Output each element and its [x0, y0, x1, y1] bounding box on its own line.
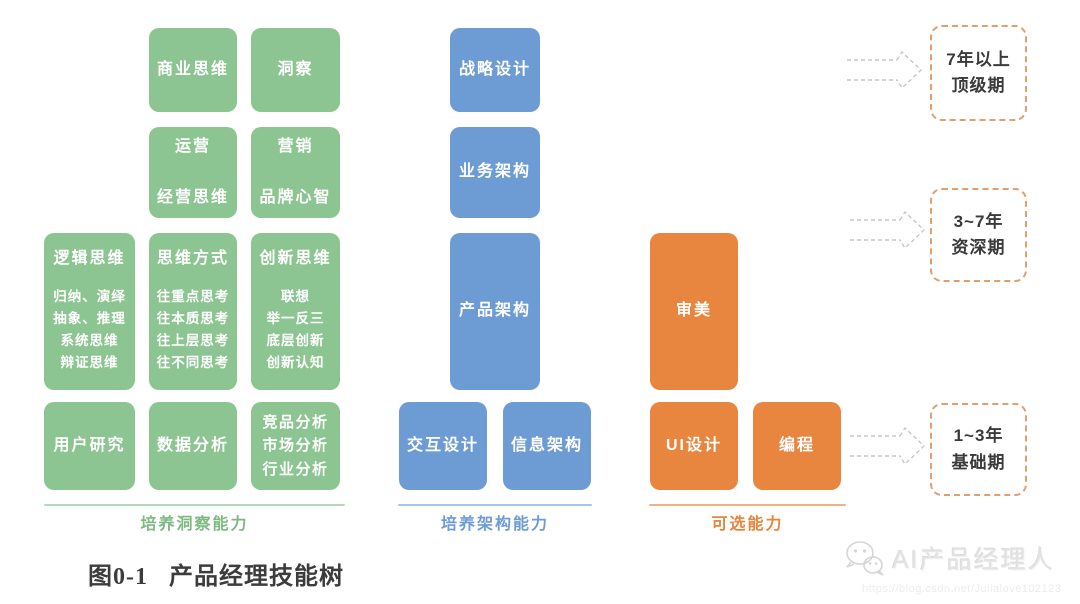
group-underline-architecture: [398, 504, 592, 506]
stage-line: 基础期: [951, 452, 1006, 472]
box-title: 战略设计: [458, 60, 531, 78]
box-title: 逻辑思维: [53, 250, 126, 268]
box-item: 往上层思考: [156, 332, 230, 348]
box-title: 产品架构: [458, 302, 531, 320]
box-programming: 编程: [753, 402, 841, 490]
box-title: 信息架构: [510, 436, 583, 454]
box-item: 联想: [281, 289, 310, 305]
box-interaction-design: 交互设计: [399, 402, 487, 490]
box-item: 往重点思考: [156, 289, 230, 305]
box-thinking-methods: 思维方式 往重点思考 往本质思考 往上层思考 往不同思考: [149, 233, 237, 390]
watermark-url: https://blog.csdn.net/Julialove102123: [862, 583, 1062, 595]
stage-box-top-level: 7年以上 顶级期: [930, 25, 1027, 121]
box-ui-design: UI设计: [650, 402, 738, 490]
stage-box-senior-level: 3~7年 资深期: [930, 188, 1027, 282]
box-product-architecture: 产品架构: [450, 233, 540, 390]
stage-line: 资深期: [951, 238, 1006, 257]
group-label-insight: 培养洞察能力: [140, 516, 249, 533]
box-operations: 运营 经营思维: [149, 127, 237, 218]
box-title: 用户研究: [53, 436, 126, 454]
box-title: 运营: [174, 137, 211, 155]
box-title: 数据分析: [156, 436, 229, 454]
box-insight: 洞察: [251, 28, 340, 112]
box-subtitle: 品牌心智: [259, 188, 332, 206]
box-item: 底层创新: [266, 332, 325, 348]
box-data-analysis: 数据分析: [149, 402, 237, 490]
box-strategy-design: 战略设计: [450, 28, 540, 112]
stage-line: 3~7年: [953, 211, 1004, 231]
box-title: 审美: [675, 302, 712, 320]
box-innovative-thinking: 创新思维 联想 举一反三 底层创新 创新认知: [251, 233, 340, 390]
box-item: 往本质思考: [156, 311, 230, 327]
box-title: 编程: [778, 436, 815, 454]
box-aesthetics: 审美: [650, 233, 738, 390]
dashed-arrow-right-icon: [850, 210, 926, 250]
box-title: 交互设计: [406, 436, 479, 454]
box-item: 举一反三: [266, 311, 325, 327]
group-underline-optional: [649, 504, 846, 506]
box-business-architecture: 业务架构: [450, 127, 540, 218]
box-title: 创新思维: [259, 250, 332, 268]
box-user-research: 用户研究: [44, 402, 135, 490]
stage-box-basic-level: 1~3年 基础期: [930, 403, 1027, 496]
box-marketing: 营销 品牌心智: [251, 127, 340, 218]
box-item: 归纳、演绎: [53, 289, 126, 305]
box-subtitle: 经营思维: [156, 188, 229, 206]
watermark: AI产品经理人: [840, 538, 1055, 578]
box-logical-thinking: 逻辑思维 归纳、演绎 抽象、推理 系统思维 辩证思维: [44, 233, 135, 390]
box-item: 往不同思考: [156, 354, 230, 370]
box-title: 洞察: [277, 60, 314, 78]
box-title: 思维方式: [156, 250, 229, 268]
box-title: 营销: [277, 137, 314, 155]
stage-line: 7年以上: [946, 49, 1011, 69]
box-title: 竞品分析: [262, 414, 329, 432]
box-item: 抽象、推理: [53, 311, 126, 327]
watermark-text: AI产品经理人: [892, 546, 1055, 574]
dashed-arrow-right-icon: [850, 426, 926, 466]
box-title: 业务架构: [458, 163, 531, 181]
group-label-optional: 可选能力: [711, 516, 784, 533]
wechat-icon: [846, 541, 884, 576]
group-label-architecture: 培养架构能力: [440, 516, 549, 533]
group-underline-insight: [44, 504, 345, 506]
dashed-arrow-right-icon: [847, 50, 923, 90]
box-item: 系统思维: [60, 332, 119, 348]
box-business-thinking: 商业思维: [149, 28, 237, 112]
box-item: 市场分析: [262, 437, 329, 455]
box-title: UI设计: [665, 436, 722, 454]
box-item: 创新认知: [266, 354, 325, 370]
box-item: 行业分析: [262, 460, 329, 478]
box-item: 辩证思维: [60, 354, 119, 370]
box-competitive-analysis: 竞品分析 市场分析 行业分析: [251, 402, 340, 490]
stage-line: 顶级期: [951, 76, 1006, 95]
stage-line: 1~3年: [953, 426, 1004, 446]
box-information-architecture: 信息架构: [503, 402, 591, 490]
box-title: 商业思维: [156, 60, 229, 78]
figure-caption: 图0-1 产品经理技能树: [88, 564, 344, 590]
